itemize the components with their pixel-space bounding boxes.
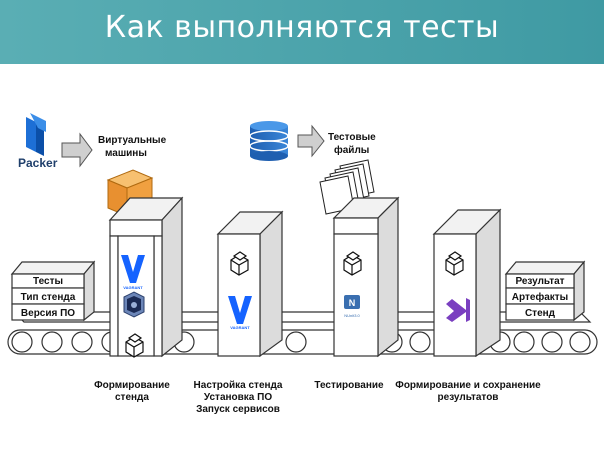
package-icon <box>230 251 249 276</box>
station-caption: Запуск сервисов <box>196 404 280 415</box>
station-caption: результатов <box>438 392 499 403</box>
files-label-2: файлы <box>334 144 369 156</box>
package-icon <box>343 251 362 276</box>
input-item: Тесты <box>33 276 63 287</box>
output-item: Артефакты <box>512 291 568 303</box>
package-icon <box>445 251 464 276</box>
station-1 <box>108 196 184 358</box>
station-caption: Формирование и сохранение <box>395 380 541 391</box>
input-item: Тип стенда <box>21 292 76 303</box>
vm-label-2: машины <box>105 148 147 159</box>
vagrant-icon: VAGRANT <box>228 296 252 330</box>
station-caption: стенда <box>115 392 149 403</box>
nunit-icon: N NUnit3.0 <box>344 295 361 318</box>
visual-studio-icon <box>446 298 470 322</box>
input-item: Версия ПО <box>21 308 75 319</box>
station-2 <box>216 210 284 358</box>
vagrant-label: VAGRANT <box>230 325 250 330</box>
packer-logo: Packer <box>18 113 58 170</box>
station-caption: Формирование <box>94 380 170 391</box>
output-item: Результат <box>515 276 564 287</box>
package-icon <box>125 333 144 358</box>
svg-text:N: N <box>349 298 356 308</box>
station-caption: Установка ПО <box>204 392 272 403</box>
output-stack <box>504 260 586 322</box>
packer-label: Packer <box>18 156 58 170</box>
output-item: Стенд <box>525 308 556 319</box>
files-label-1: Тестовые <box>328 132 376 143</box>
virtualbox-icon <box>123 291 145 318</box>
nunit-label: NUnit3.0 <box>344 313 360 318</box>
files-stack-icon <box>319 159 375 215</box>
vagrant-label: VAGRANT <box>123 285 143 290</box>
input-stack <box>10 260 96 322</box>
vm-label-1: Виртуальные <box>98 135 167 146</box>
station-4 <box>432 208 502 358</box>
header-bar: Как выполняются тесты <box>0 0 604 64</box>
station-3 <box>332 196 400 358</box>
database-icon <box>249 121 289 161</box>
station-caption: Тестирование <box>314 380 384 391</box>
vagrant-icon: VAGRANT <box>121 255 145 290</box>
arrow-icon <box>61 132 93 168</box>
arrow-icon <box>297 124 325 158</box>
station-caption: Настройка стенда <box>194 380 283 391</box>
page-title: Как выполняются тесты <box>104 10 500 45</box>
